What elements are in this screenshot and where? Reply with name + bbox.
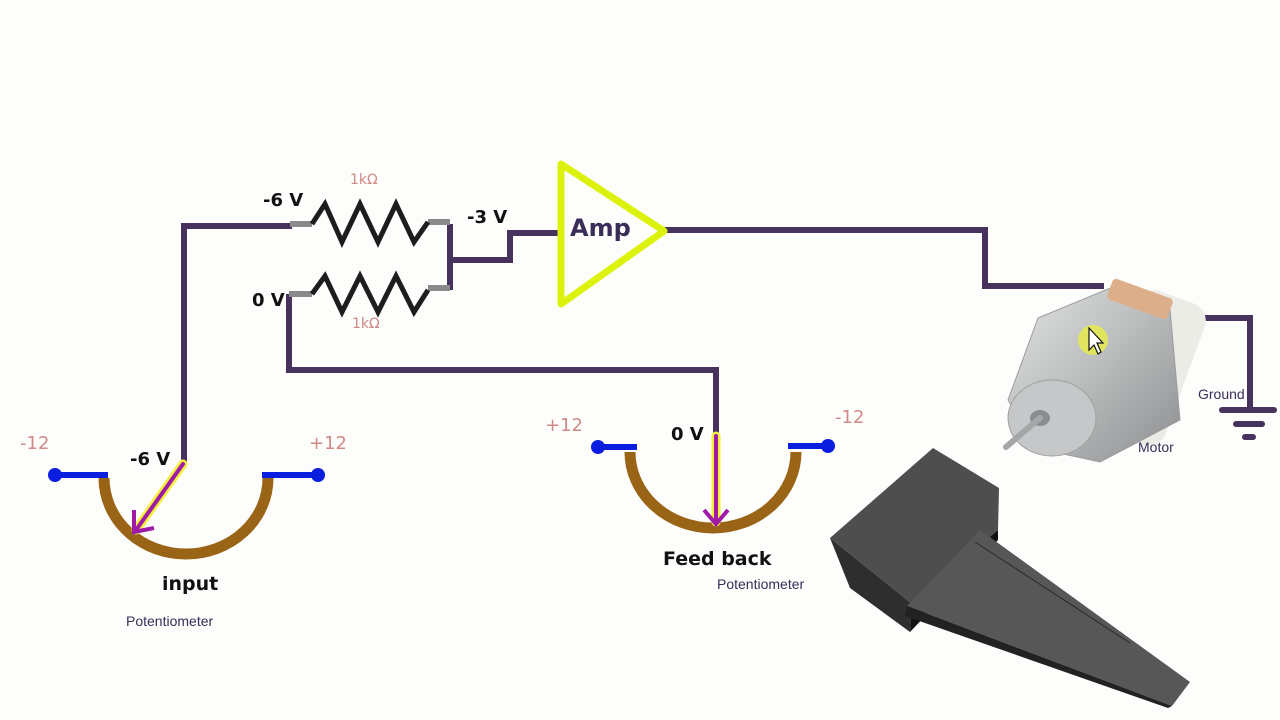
input-pot-name: input [162, 573, 219, 595]
ground-symbol [1219, 407, 1277, 440]
input-pot-left-rail: -12 [20, 433, 50, 454]
feedback-pot-left-rail: +12 [545, 415, 583, 436]
feedback-pot-wiper-voltage: 0 V [671, 424, 704, 445]
resistor-bottom [309, 270, 431, 318]
input-wiper-arrow [131, 459, 188, 535]
amplifier-symbol [557, 160, 668, 308]
motor-image [1003, 278, 1206, 463]
feedback-pot-right-rail: -12 [835, 407, 865, 428]
input-pot-right-rail: +12 [309, 433, 347, 454]
amplifier-label: Amp [570, 214, 631, 242]
feedback-potentiometer [591, 431, 835, 534]
cursor-icon [1088, 326, 1105, 355]
wire-input-pot-to-resistor [181, 223, 292, 462]
feedback-pot-name: Feed back [663, 548, 772, 570]
motor-label: Motor [1138, 439, 1174, 455]
resistor-bottom-voltage: 0 V [252, 290, 285, 311]
wire-amp-to-motor [665, 227, 1104, 289]
junction-voltage: -3 V [467, 207, 508, 228]
input-potentiometer [48, 459, 325, 560]
ground-label: Ground [1198, 386, 1245, 402]
resistor-bottom-value: 1kΩ [352, 316, 380, 332]
wire-junction-to-amp [450, 230, 560, 263]
resistor-top [309, 198, 431, 248]
input-pot-wiper-voltage: -6 V [130, 449, 171, 470]
feedback-wiper-arrow [702, 431, 730, 528]
feedback-pot-type: Potentiometer [717, 576, 805, 592]
resistor-top-value: 1kΩ [350, 172, 378, 188]
wire-feedback-pot-to-resistor [286, 294, 719, 436]
pointer-shaft-3d [830, 448, 1190, 708]
resistor-top-voltage: -6 V [263, 190, 304, 211]
input-pot-type: Potentiometer [126, 613, 214, 629]
